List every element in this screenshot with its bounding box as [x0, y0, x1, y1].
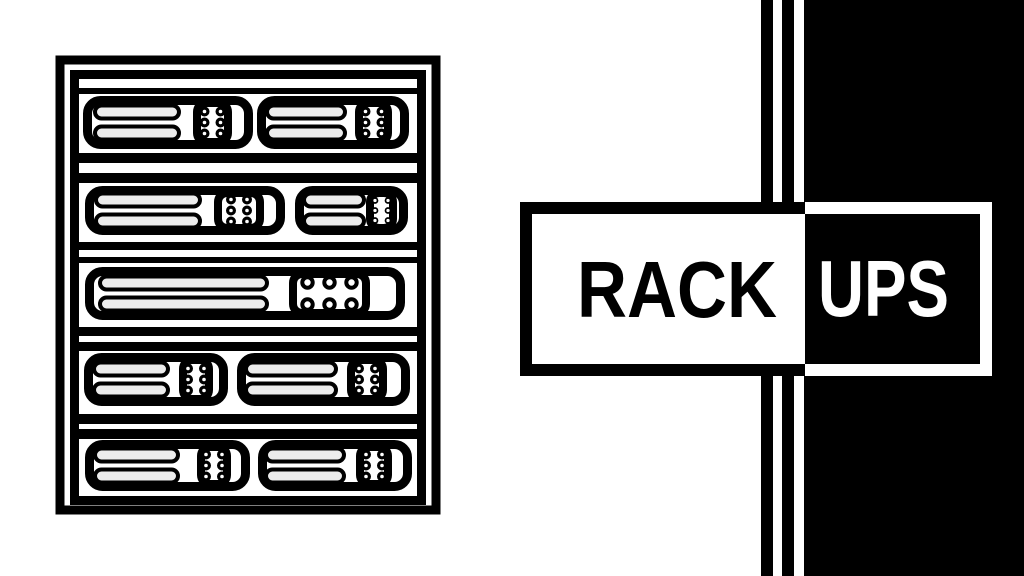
led-dot	[371, 197, 379, 204]
led-dot	[376, 128, 387, 139]
vent-pill	[94, 212, 202, 230]
vent-pill	[264, 467, 346, 485]
led-dot	[215, 106, 226, 117]
vent-pill	[94, 191, 202, 209]
led-dot	[384, 207, 392, 214]
led-dot	[226, 205, 237, 216]
led-dot	[371, 207, 379, 214]
shelf-bar	[79, 257, 421, 263]
led-dot	[242, 194, 253, 205]
led-dot	[199, 363, 210, 374]
led-dot	[371, 217, 379, 224]
led-dot	[300, 297, 315, 312]
led-dot	[377, 449, 388, 460]
led-dot	[201, 471, 212, 482]
vent-pill	[93, 467, 180, 485]
wordmark-right-text: UPS	[818, 244, 949, 333]
vent-pill	[244, 360, 338, 378]
wordmark-banner: RACK UPS	[520, 202, 992, 376]
vent-pill	[302, 212, 366, 230]
led-dot	[377, 471, 388, 482]
led-dot	[384, 197, 392, 204]
led-dot	[226, 216, 237, 227]
led-dot	[199, 128, 210, 139]
led-dot	[377, 460, 388, 471]
led-dot	[322, 275, 337, 290]
led-dot	[361, 460, 372, 471]
led-dot	[370, 385, 381, 396]
led-dot	[183, 363, 194, 374]
vent-pill	[98, 295, 269, 313]
vent-pill	[93, 446, 180, 464]
led-dot	[201, 460, 212, 471]
shelf-bar	[79, 327, 421, 336]
led-dot	[242, 216, 253, 227]
led-dot	[199, 374, 210, 385]
shelf-bar	[79, 429, 421, 439]
led-dot	[199, 106, 210, 117]
led-dot	[370, 374, 381, 385]
vent-pill	[302, 191, 366, 209]
vent-pill	[244, 381, 338, 399]
led-dot	[215, 128, 226, 139]
vent-pill	[92, 360, 170, 378]
led-dot	[360, 117, 371, 128]
led-dot	[199, 385, 210, 396]
vent-pill	[92, 381, 170, 399]
led-dot	[226, 194, 237, 205]
shelf-bar	[79, 88, 421, 94]
led-dot	[183, 374, 194, 385]
vent-pill	[265, 124, 347, 142]
vent-pill	[264, 446, 346, 464]
shelf-bar	[79, 414, 421, 424]
led-dot	[370, 363, 381, 374]
led-dot	[217, 449, 228, 460]
led-dot	[376, 117, 387, 128]
led-dot	[354, 363, 365, 374]
led-dot	[215, 117, 226, 128]
wordmark-left-text: RACK	[577, 245, 777, 334]
led-dot	[322, 297, 337, 312]
led-dot	[217, 471, 228, 482]
shelf-bar	[79, 173, 421, 183]
vent-pill	[98, 274, 269, 292]
vent-pill	[93, 103, 181, 121]
led-dot	[217, 460, 228, 471]
led-dot	[199, 117, 210, 128]
led-dot	[361, 471, 372, 482]
led-dot	[354, 374, 365, 385]
shelf-bar	[79, 153, 421, 163]
led-dot	[376, 106, 387, 117]
shelf-bar	[79, 342, 421, 351]
led-dot	[344, 275, 359, 290]
led-dot	[201, 449, 212, 460]
vent-pill	[93, 124, 181, 142]
shelf-bar	[79, 242, 421, 250]
wordmark-right-box	[805, 214, 980, 364]
dot-panel	[214, 189, 264, 232]
led-dot	[360, 106, 371, 117]
server-rack-icon	[55, 55, 441, 515]
led-dot	[361, 449, 372, 460]
led-dot	[344, 297, 359, 312]
led-dot	[360, 128, 371, 139]
vent-pill	[265, 103, 347, 121]
led-dot	[183, 385, 194, 396]
wordmark-left-box	[532, 214, 805, 364]
led-dot	[354, 385, 365, 396]
led-dot	[242, 205, 253, 216]
led-dot	[300, 275, 315, 290]
led-dot	[384, 217, 392, 224]
